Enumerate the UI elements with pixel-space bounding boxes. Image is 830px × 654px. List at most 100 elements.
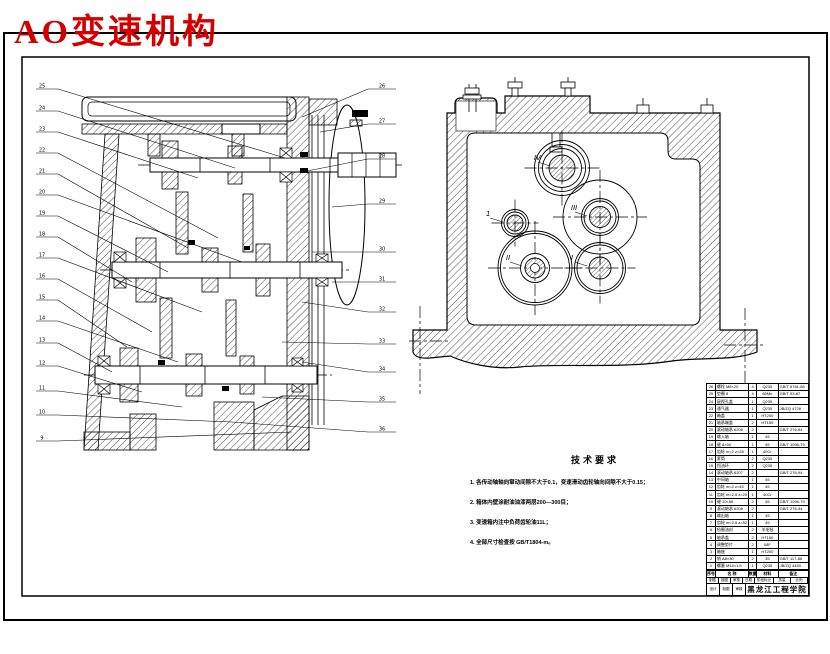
bom-cell: 45 [757, 512, 779, 519]
bom-cell: 箱盖 [716, 412, 750, 419]
bom-cell: 08F [757, 541, 779, 548]
bom-cell: GB/T 276-94 [779, 505, 803, 511]
bom-cell: 2 [749, 498, 758, 505]
part-number-label: 20 [39, 190, 45, 196]
bom-cell [757, 505, 779, 512]
part-number-label: 35 [379, 397, 385, 403]
bom-cell: JB/ZQ 4450 [779, 563, 801, 569]
bom-cell: 2 [749, 426, 758, 434]
bom-header-cell: 名 称 [716, 571, 750, 577]
gear-circle [542, 148, 582, 188]
bom-cell: 1 [749, 548, 758, 555]
bom-cell: HT200 [757, 548, 779, 555]
bom-cell: 45 [757, 498, 779, 505]
bom-header-cell: 序号 [707, 571, 716, 577]
bom-cell: 齿轮 m=2 z=45 [716, 484, 750, 491]
shaft-label: I [571, 254, 573, 262]
part-number-label: 10 [39, 410, 45, 416]
bom-cell [779, 484, 808, 490]
bom-cell: 2 [749, 534, 758, 541]
part-number-label: 27 [379, 119, 385, 125]
part-number-label: 17 [39, 253, 45, 259]
bom-cell: 2 [749, 469, 758, 477]
bom-cell: 齿轮 m=2.5 z=20 [716, 491, 750, 498]
bom-cell: 1 [707, 562, 716, 570]
part-number-label: 33 [379, 339, 385, 345]
bom-cell: 20 [707, 426, 716, 434]
bom-cell: 滚动轴承 6208 [716, 505, 750, 512]
part-number-label: 26 [379, 84, 385, 90]
title-block-cell: 审核 [733, 584, 746, 595]
gearbox-section-view [81, 96, 402, 451]
bom-cell: 1 [749, 398, 758, 405]
bom-cell: 2 [749, 555, 758, 562]
part-number-label: 11 [39, 386, 45, 392]
bom-cell: 2 [749, 462, 758, 469]
bom-cell: 45 [757, 484, 779, 491]
tech-req-item: 4. 全部尺寸检查按 GB/T1804-m。 [470, 540, 554, 546]
part-number-label: 13 [39, 338, 45, 344]
part-number-label: 30 [379, 247, 385, 253]
part-callouts: 2524232221201918171615141312111092627282… [36, 84, 396, 442]
tech-req-title: 技术要求 [570, 455, 619, 465]
bom-cell [779, 434, 808, 440]
bom-cell: 羊毛毡 [757, 527, 779, 534]
bom-cell: 输入轴 [716, 434, 750, 441]
bom-cell: 垫圈 8 [716, 391, 750, 398]
part-number-label: 29 [379, 199, 385, 205]
bolt-group [462, 77, 714, 153]
bom-cell: GB/T 93-87 [779, 391, 801, 397]
bom-cell: 2 [749, 455, 758, 462]
bom-cell: 10 [707, 498, 716, 505]
bom-cell: 5 [707, 534, 716, 541]
bom-cell: Q235 [757, 462, 779, 469]
bom-cell: 4 [749, 384, 758, 391]
bom-cell [779, 420, 808, 426]
bom-cell: 1 [749, 491, 758, 498]
bom-cell [779, 413, 808, 419]
shaft-label: II [506, 254, 510, 262]
bom-cell: 25 [707, 391, 716, 398]
bom-cell: 23 [707, 405, 716, 412]
part-number-label: 21 [39, 169, 45, 175]
bom-cell: 18 [707, 441, 716, 448]
bom-cell: GB/T 1096-79 [779, 441, 805, 447]
bom-cell: 销 A8×30 [716, 555, 750, 562]
bom-cell: 15 [707, 462, 716, 469]
bom-cell: 通气器 [716, 405, 750, 412]
title-block-cell: 制图 [720, 584, 733, 595]
bom-cell [757, 469, 779, 477]
bom-cell: 滚动轴承 6207 [716, 469, 750, 477]
bom-cell [779, 549, 808, 555]
bom-cell [779, 491, 808, 497]
bom-cell: 1 [749, 562, 758, 570]
bom-cell: 滚动轴承 6206 [716, 426, 750, 434]
part-number-label: 34 [379, 367, 385, 373]
bom-cell: 2 [749, 541, 758, 548]
bom-cell: Q235 [757, 405, 779, 412]
bom-cell [779, 398, 808, 404]
gear-circle [503, 211, 527, 235]
bom-cell: 箱座 [716, 548, 750, 555]
bom-cell: 6 [707, 527, 716, 534]
bom-cell: 12 [707, 484, 716, 491]
bom-cell: 1 [749, 441, 758, 448]
bom-cell: 螺栓 M8×20 [716, 384, 750, 391]
bom-cell: 键 10×56 [716, 498, 750, 505]
bom-cell: 11 [707, 491, 716, 498]
bom-cell: 1 [749, 448, 758, 455]
tech-req-item: 3. 变速箱内注中负荷齿轮油11L； [470, 520, 552, 526]
bom-cell: 40Cr [757, 491, 779, 498]
shaft-label: 1 [486, 210, 490, 218]
bom-cell: 26 [707, 384, 716, 391]
gear-circle [520, 253, 550, 283]
